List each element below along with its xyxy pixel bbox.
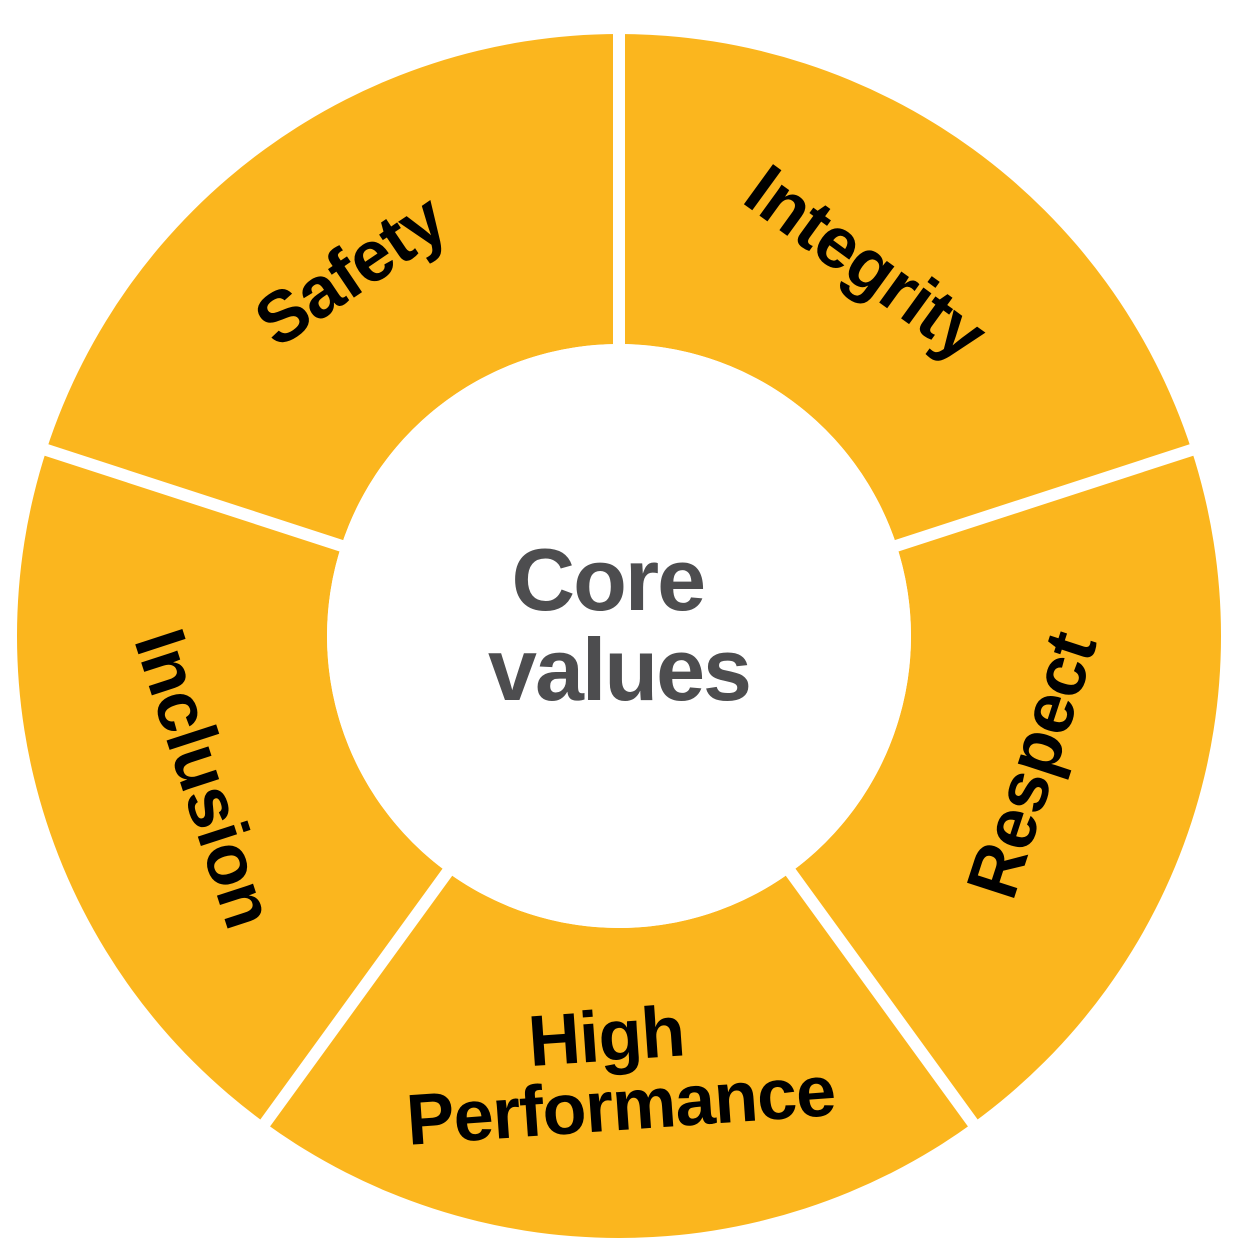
separators [38, 28, 1200, 1132]
separator [38, 442, 348, 554]
separator [782, 864, 982, 1132]
segment-respect [790, 449, 1222, 1124]
center-label: Core values [488, 530, 750, 719]
ring [16, 34, 1222, 1238]
separator [890, 442, 1200, 554]
segment-integrity [619, 34, 1192, 546]
separator [256, 864, 456, 1132]
segment-safety [46, 34, 619, 546]
segment-high-performance [265, 872, 973, 1238]
center-circle [327, 344, 911, 928]
segment-inclusion [16, 449, 448, 1124]
